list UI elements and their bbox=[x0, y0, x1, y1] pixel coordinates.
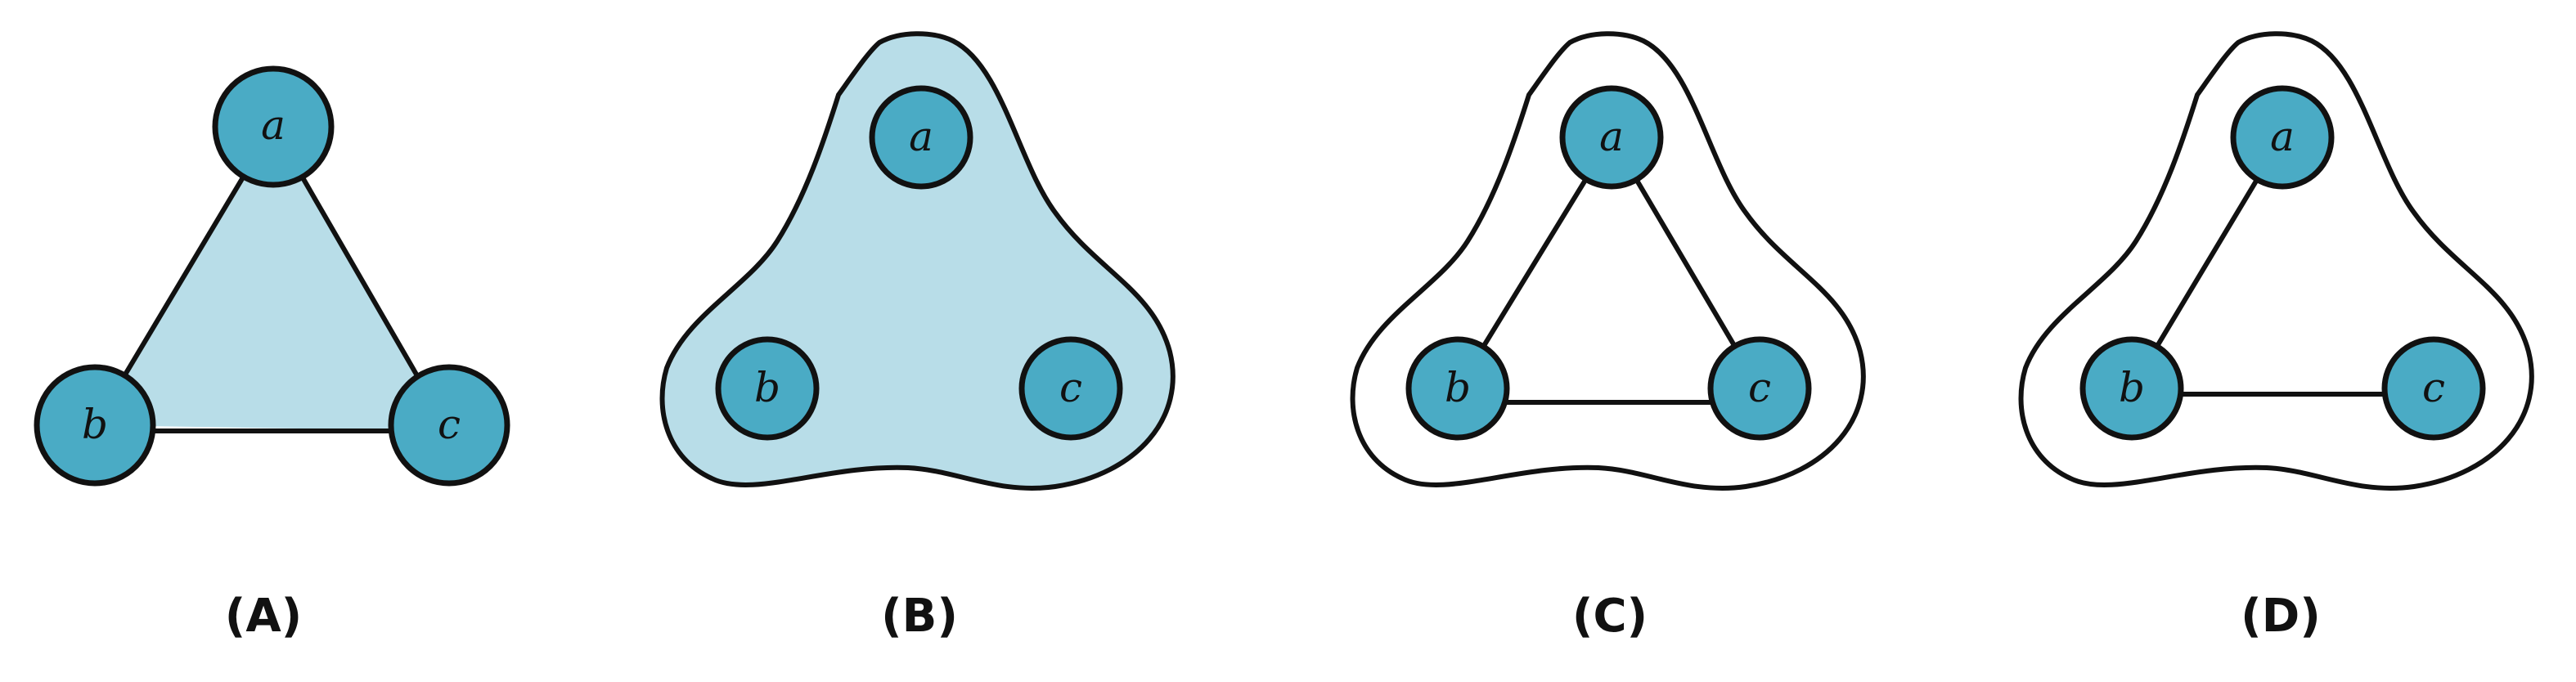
panel-b-node-b: b bbox=[715, 336, 820, 441]
panel-a-node-a-label: a bbox=[261, 101, 285, 149]
panel-d-node-a-label: a bbox=[2270, 113, 2295, 160]
panel-a-node-b-label: b bbox=[82, 401, 108, 448]
panel-c-node-c: c bbox=[1707, 336, 1812, 441]
panel-d-node-a: a bbox=[2230, 85, 2335, 190]
panel-a-caption: (A) bbox=[225, 590, 303, 643]
panel-d-node-c-label: c bbox=[2422, 364, 2445, 411]
panel-b-node-a-label: a bbox=[909, 113, 933, 160]
panel-a-filled-triangle bbox=[95, 127, 449, 431]
panel-d-node-b: b bbox=[2079, 336, 2184, 441]
panel-c-node-b: b bbox=[1405, 336, 1510, 441]
panel-c: a b c (C) bbox=[1350, 31, 1866, 643]
panel-b-caption: (B) bbox=[881, 590, 958, 643]
panel-a-node-c: c bbox=[388, 364, 510, 487]
panel-a-node-c-label: c bbox=[438, 401, 461, 448]
panel-d: a b c (D) bbox=[2018, 31, 2534, 643]
panel-d-caption: (D) bbox=[2241, 590, 2321, 643]
panel-b-node-a: a bbox=[869, 85, 973, 190]
panel-b-node-c: c bbox=[1018, 336, 1123, 441]
panel-b-node-c-label: c bbox=[1059, 364, 1082, 411]
panel-a: a b c (A) bbox=[34, 65, 510, 643]
panel-c-node-a: a bbox=[1559, 85, 1664, 190]
panel-d-node-c: c bbox=[2381, 336, 2486, 441]
panel-d-node-b-label: b bbox=[2119, 364, 2145, 411]
panel-a-node-a: a bbox=[212, 65, 335, 188]
panel-c-caption: (C) bbox=[1572, 590, 1648, 643]
panel-c-node-c-label: c bbox=[1748, 364, 1771, 411]
panel-b-node-b-label: b bbox=[754, 364, 780, 411]
panel-a-node-b: b bbox=[34, 364, 156, 487]
panel-b: a b c (B) bbox=[659, 31, 1176, 643]
panel-c-node-b-label: b bbox=[1445, 364, 1471, 411]
panel-c-node-a-label: a bbox=[1599, 113, 1624, 160]
